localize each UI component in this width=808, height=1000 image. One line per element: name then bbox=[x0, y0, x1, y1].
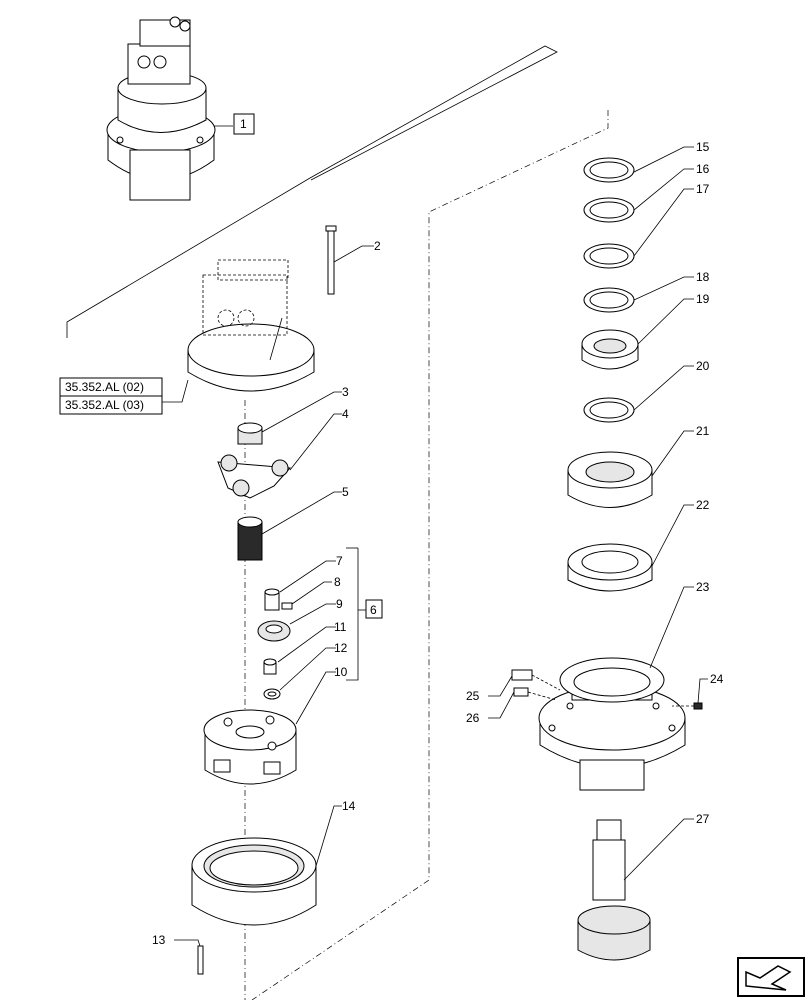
item-callout-12: 12 bbox=[334, 641, 348, 655]
item-callout-2: 2 bbox=[374, 239, 381, 253]
item-callout-10: 10 bbox=[334, 665, 348, 679]
item-callout-17: 17 bbox=[696, 182, 710, 196]
ring-gear bbox=[191, 837, 317, 926]
item-callout-1: 1 bbox=[240, 117, 247, 131]
item-callout-7: 7 bbox=[336, 554, 343, 568]
seal bbox=[567, 543, 653, 592]
item-callout-21: 21 bbox=[696, 424, 710, 438]
item-callout-11: 11 bbox=[334, 620, 347, 634]
seal-ring bbox=[583, 157, 635, 183]
bearing bbox=[581, 329, 639, 370]
plug bbox=[693, 702, 703, 710]
seal-ring bbox=[583, 243, 635, 269]
next-page-arrow-icon[interactable] bbox=[737, 957, 805, 997]
planet-pin bbox=[264, 588, 293, 611]
item-callout-6: 6 bbox=[370, 603, 377, 617]
item-callout-24: 24 bbox=[710, 672, 724, 686]
item-callout-frame bbox=[365, 599, 383, 619]
item-callout-25: 25 bbox=[466, 689, 480, 703]
section-divider-line bbox=[66, 45, 558, 338]
item-callout-23: 23 bbox=[696, 580, 710, 594]
swing-motor-assembly-thumbnail bbox=[106, 16, 216, 201]
bearing bbox=[567, 451, 653, 508]
item-callout-frame bbox=[233, 113, 255, 135]
planet-carrier bbox=[217, 454, 292, 499]
reference-link-box[interactable]: 35.352.AL (03) bbox=[59, 395, 163, 415]
item-callout-27: 27 bbox=[696, 812, 710, 826]
item-callout-13: 13 bbox=[152, 933, 166, 947]
item-callout-5: 5 bbox=[342, 485, 349, 499]
sun-gear bbox=[237, 422, 263, 445]
item-callout-9: 9 bbox=[336, 597, 343, 611]
item-callout-19: 19 bbox=[696, 292, 710, 306]
swing-motor-housing bbox=[187, 259, 315, 392]
item-callout-20: 20 bbox=[696, 359, 710, 373]
item-callout-18: 18 bbox=[696, 270, 710, 284]
seal-ring bbox=[583, 197, 635, 223]
swing-housing bbox=[538, 657, 686, 791]
thrust-washer bbox=[263, 688, 281, 700]
reference-link-2[interactable]: 35.352.AL (03) bbox=[65, 398, 144, 412]
output-pinion-shaft bbox=[577, 819, 651, 961]
reference-link-1[interactable]: 35.352.AL (02) bbox=[65, 380, 144, 394]
item-callout-22: 22 bbox=[696, 498, 710, 512]
item-callout-4: 4 bbox=[342, 407, 349, 421]
drive-shaft-gear bbox=[237, 516, 263, 561]
carrier-housing bbox=[203, 709, 297, 785]
item-callout-8: 8 bbox=[334, 575, 341, 589]
item-callout-3: 3 bbox=[342, 385, 349, 399]
item-callout-15: 15 bbox=[696, 140, 710, 154]
bolt bbox=[325, 225, 337, 295]
item-callout-26: 26 bbox=[466, 711, 480, 725]
reference-link-box[interactable]: 35.352.AL (02) bbox=[59, 377, 163, 397]
bushing bbox=[263, 658, 277, 675]
planet-gear bbox=[257, 620, 291, 642]
item-callout-16: 16 bbox=[696, 162, 710, 176]
item-callout-14: 14 bbox=[342, 799, 356, 813]
seal-ring bbox=[583, 397, 635, 423]
seal-ring bbox=[583, 287, 635, 313]
dowel-pin bbox=[197, 945, 204, 975]
leader-lines bbox=[162, 125, 708, 947]
